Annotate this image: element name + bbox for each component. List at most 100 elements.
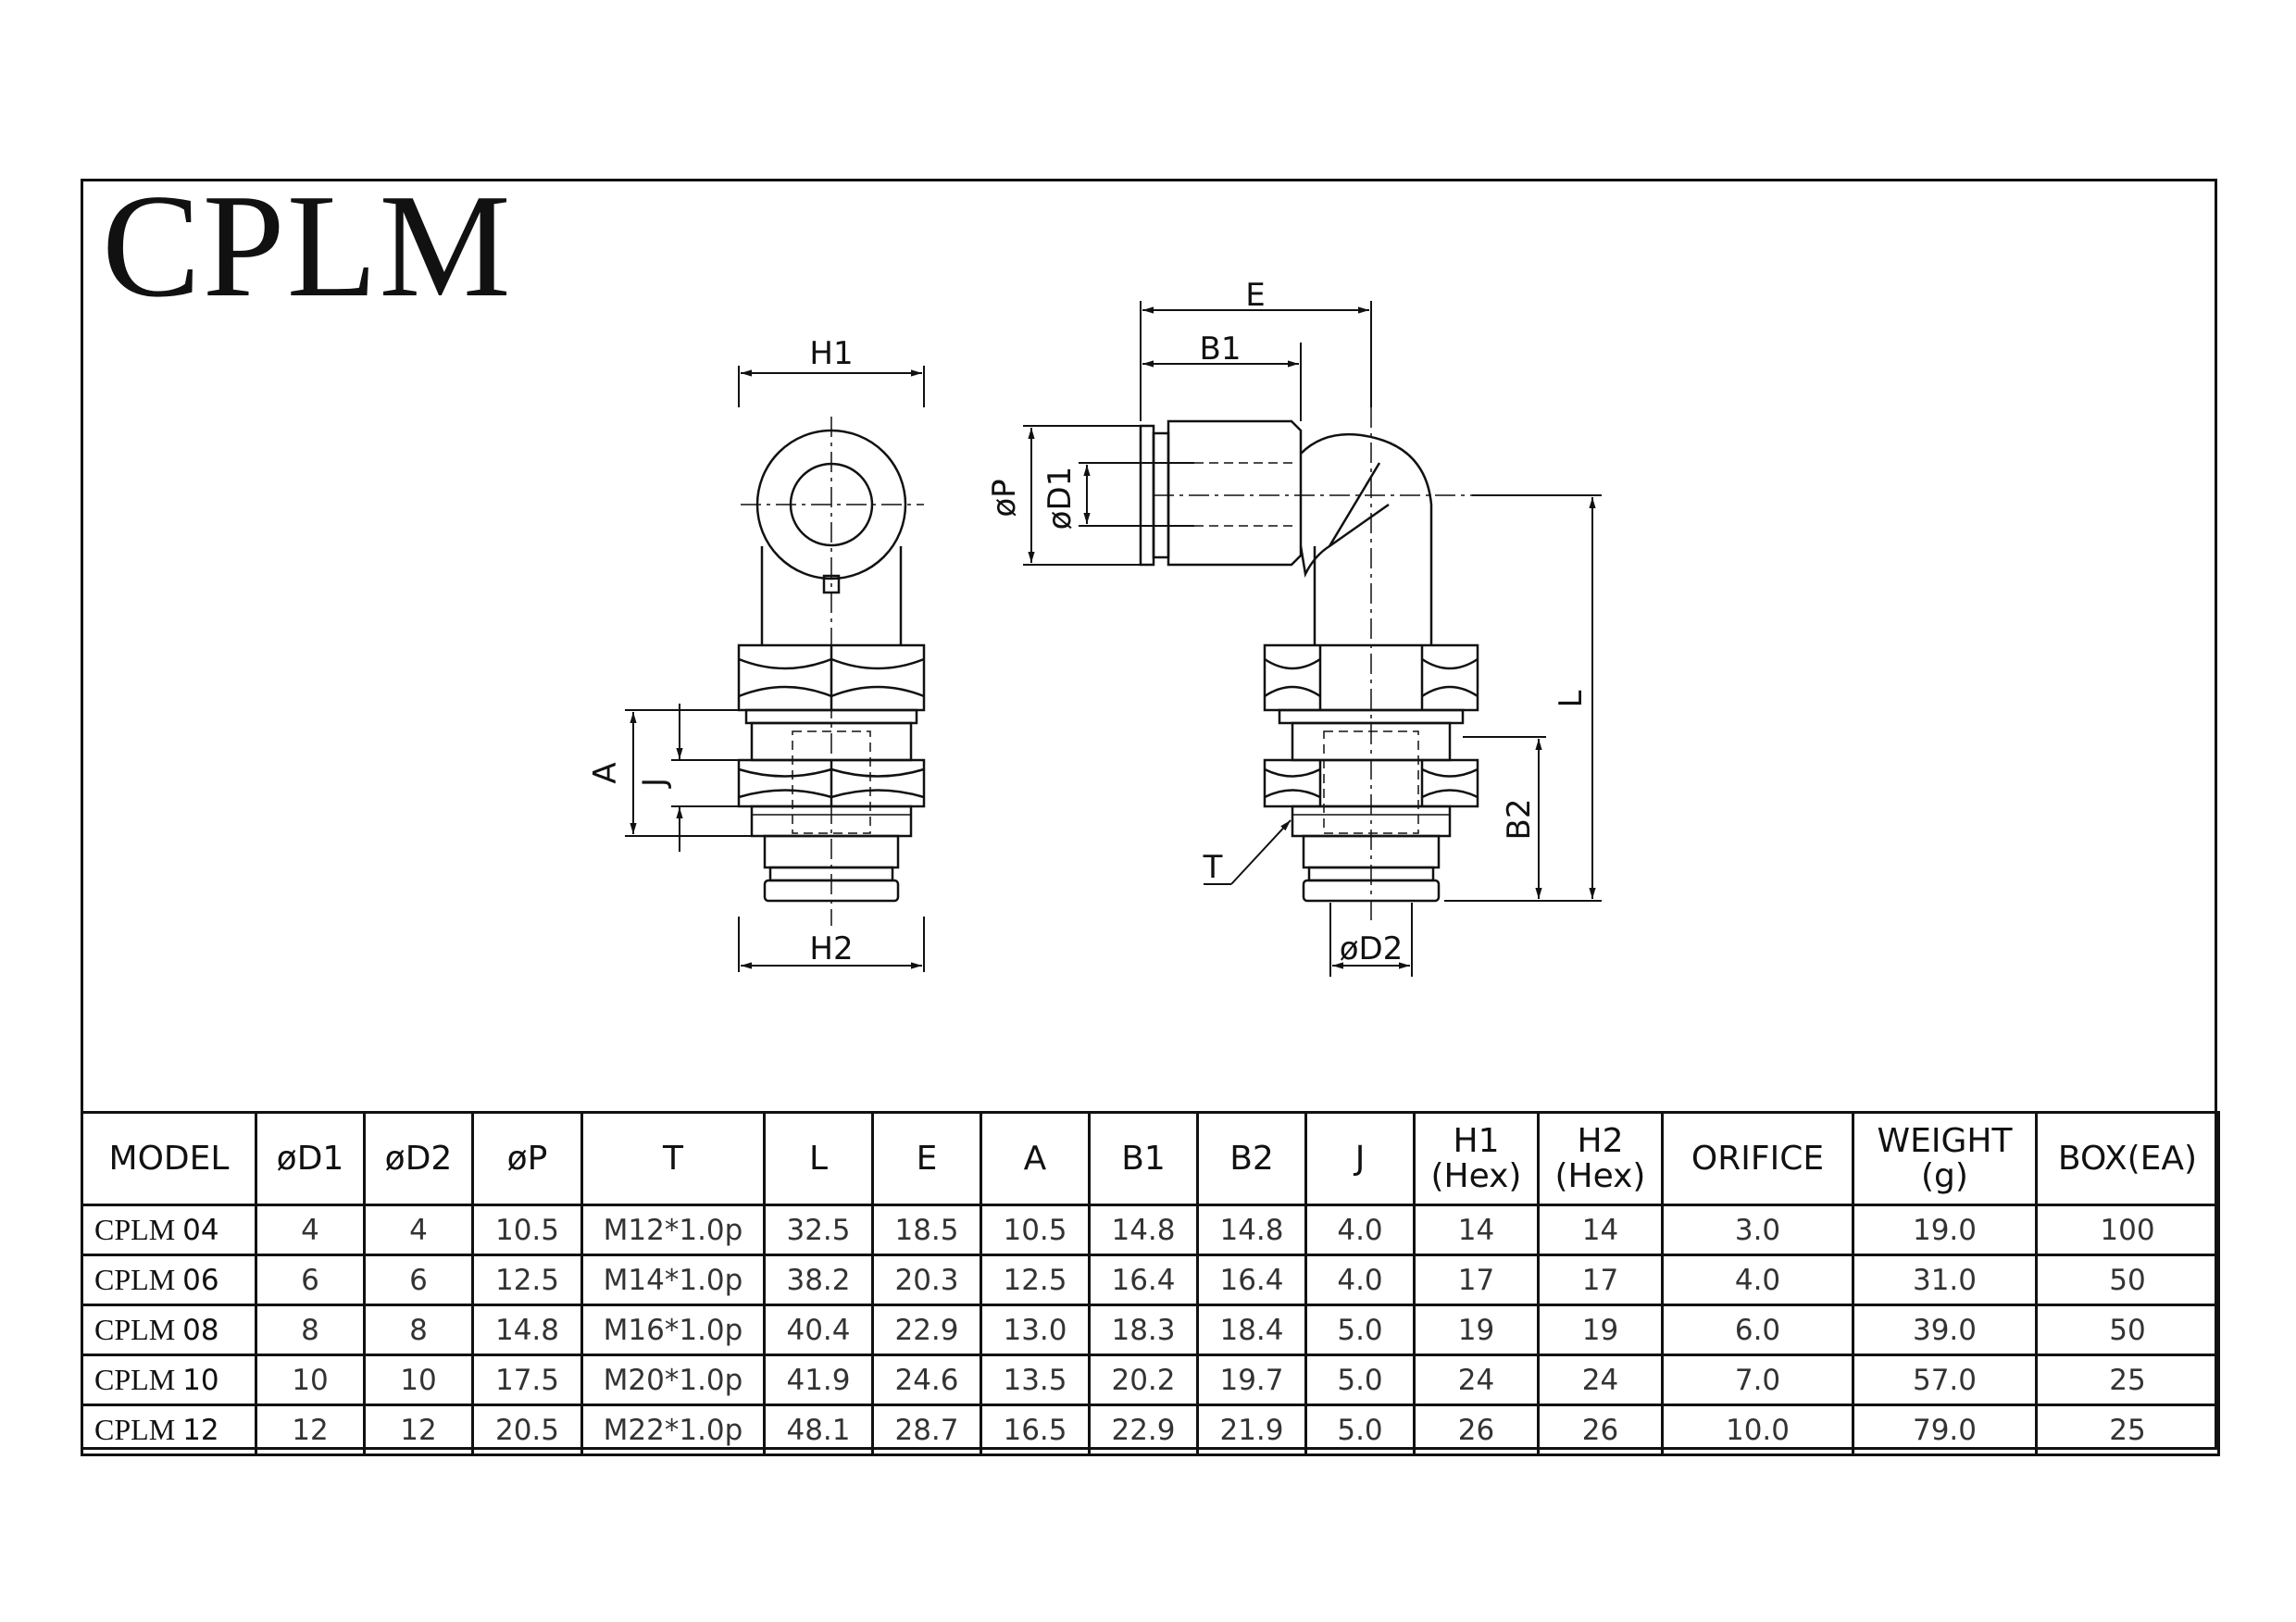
table-cell: 26 (1413, 1404, 1540, 1456)
table-cell: 21.9 (1196, 1404, 1307, 1456)
table-cell: 6.0 (1661, 1304, 1854, 1356)
table-header-cell: WEIGHT(g) (1852, 1111, 2038, 1206)
table-cell: 4.0 (1304, 1254, 1416, 1306)
model-number: 10 (182, 1364, 219, 1397)
table-cell: 8 (255, 1304, 366, 1356)
table-header-cell: BOX(EA) (2035, 1111, 2220, 1206)
table-cell: 5.0 (1304, 1304, 1416, 1356)
side-dimensions (1023, 301, 1602, 977)
table-cell: 24.6 (871, 1354, 982, 1406)
table-cell: 18.4 (1196, 1304, 1307, 1356)
table-cell: 16.5 (980, 1404, 1091, 1456)
model-cell: CPLM 12 (81, 1404, 257, 1456)
table-cell: 26 (1537, 1404, 1664, 1456)
side-dim-e-label: E (1245, 277, 1265, 314)
front-dim-a-label: A (587, 762, 624, 783)
technical-drawing: H1 H2 A J (587, 277, 1602, 977)
table-header-cell: B1 (1088, 1111, 1199, 1206)
table-cell: 10.5 (980, 1204, 1091, 1256)
table-cell: M20*1.0p (580, 1354, 766, 1406)
table-cell: 10 (255, 1354, 366, 1406)
side-tube-body (1167, 419, 1303, 567)
table-cell: 10.0 (1661, 1404, 1854, 1456)
model-number: 06 (182, 1264, 219, 1297)
table-header-cell: A (980, 1111, 1091, 1206)
table-cell: 32.5 (763, 1204, 874, 1256)
table-cell: 16.4 (1196, 1254, 1307, 1306)
table-cell: 24 (1537, 1354, 1664, 1406)
table-cell: 24 (1413, 1354, 1540, 1406)
front-dimensions (625, 366, 925, 972)
model-number: 04 (182, 1214, 219, 1247)
table-cell: 7.0 (1661, 1354, 1854, 1406)
table-cell: 20.5 (471, 1404, 583, 1456)
table-header-cell: øD2 (363, 1111, 474, 1206)
model-number: 12 (182, 1414, 219, 1447)
table-cell: M12*1.0p (580, 1204, 766, 1256)
model-cell: CPLM 06 (81, 1254, 257, 1306)
table-header-cell: øD1 (255, 1111, 366, 1206)
table-header-cell: L (763, 1111, 874, 1206)
table-header-cell: H1(Hex) (1413, 1111, 1540, 1206)
front-collet (763, 879, 900, 903)
table-cell: 19.7 (1196, 1354, 1307, 1406)
side-dim-t-label: T (1203, 849, 1223, 886)
table-cell: 12.5 (471, 1254, 583, 1306)
front-dim-h2-label: H2 (809, 930, 853, 967)
front-dim-j-label: J (636, 778, 673, 789)
table-cell: 50 (2035, 1254, 2220, 1306)
table-cell: 17 (1537, 1254, 1664, 1306)
side-elbow-outer (1300, 433, 1433, 645)
table-cell: 48.1 (763, 1404, 874, 1456)
table-cell: 31.0 (1852, 1254, 2038, 1306)
table-cell: 19 (1537, 1304, 1664, 1356)
front-view (737, 417, 926, 926)
model-cell: CPLM 08 (81, 1304, 257, 1356)
table-cell: 14 (1413, 1204, 1540, 1256)
table-cell: 4 (363, 1204, 474, 1256)
table-header-cell: MODEL (81, 1111, 257, 1206)
table-cell: 5.0 (1304, 1404, 1416, 1456)
side-dim-d2-label: øD2 (1340, 930, 1404, 967)
table-cell: 13.0 (980, 1304, 1091, 1356)
table-cell: 20.3 (871, 1254, 982, 1306)
front-dim-h1-label: H1 (809, 335, 853, 372)
table-cell: 14.8 (1088, 1204, 1199, 1256)
table-cell: 17.5 (471, 1354, 583, 1406)
side-view (1139, 407, 1592, 926)
table-cell: 4.0 (1661, 1254, 1854, 1306)
table-cell: M14*1.0p (580, 1254, 766, 1306)
side-dim-b2-label: B2 (1501, 799, 1538, 841)
table-cell: 10.5 (471, 1204, 583, 1256)
table-cell: 12.5 (980, 1254, 1091, 1306)
table-header-cell: T (580, 1111, 766, 1206)
table-cell: 100 (2035, 1204, 2220, 1256)
table-cell: 4 (255, 1204, 366, 1256)
table-cell: 22.9 (871, 1304, 982, 1356)
side-dim-p-label: øP (986, 479, 1023, 517)
table-cell: 50 (2035, 1304, 2220, 1356)
table-cell: 57.0 (1852, 1354, 2038, 1406)
table-cell: 6 (255, 1254, 366, 1306)
table-cell: 19.0 (1852, 1204, 2038, 1256)
side-collet-ring (1139, 424, 1155, 567)
table-header-cell: H2(Hex) (1537, 1111, 1664, 1206)
table-cell: 41.9 (763, 1354, 874, 1406)
table-cell: 17 (1413, 1254, 1540, 1306)
table-cell: 8 (363, 1304, 474, 1356)
table-cell: 22.9 (1088, 1404, 1199, 1456)
model-prefix: CPLM (94, 1363, 183, 1396)
table-cell: 14 (1537, 1204, 1664, 1256)
model-cell: CPLM 04 (81, 1204, 257, 1256)
table-cell: M16*1.0p (580, 1304, 766, 1356)
model-prefix: CPLM (94, 1313, 183, 1346)
table-cell: 38.2 (763, 1254, 874, 1306)
table-cell: 5.0 (1304, 1354, 1416, 1406)
table-cell: 25 (2035, 1404, 2220, 1456)
table-cell: 4.0 (1304, 1204, 1416, 1256)
table-cell: 18.3 (1088, 1304, 1199, 1356)
